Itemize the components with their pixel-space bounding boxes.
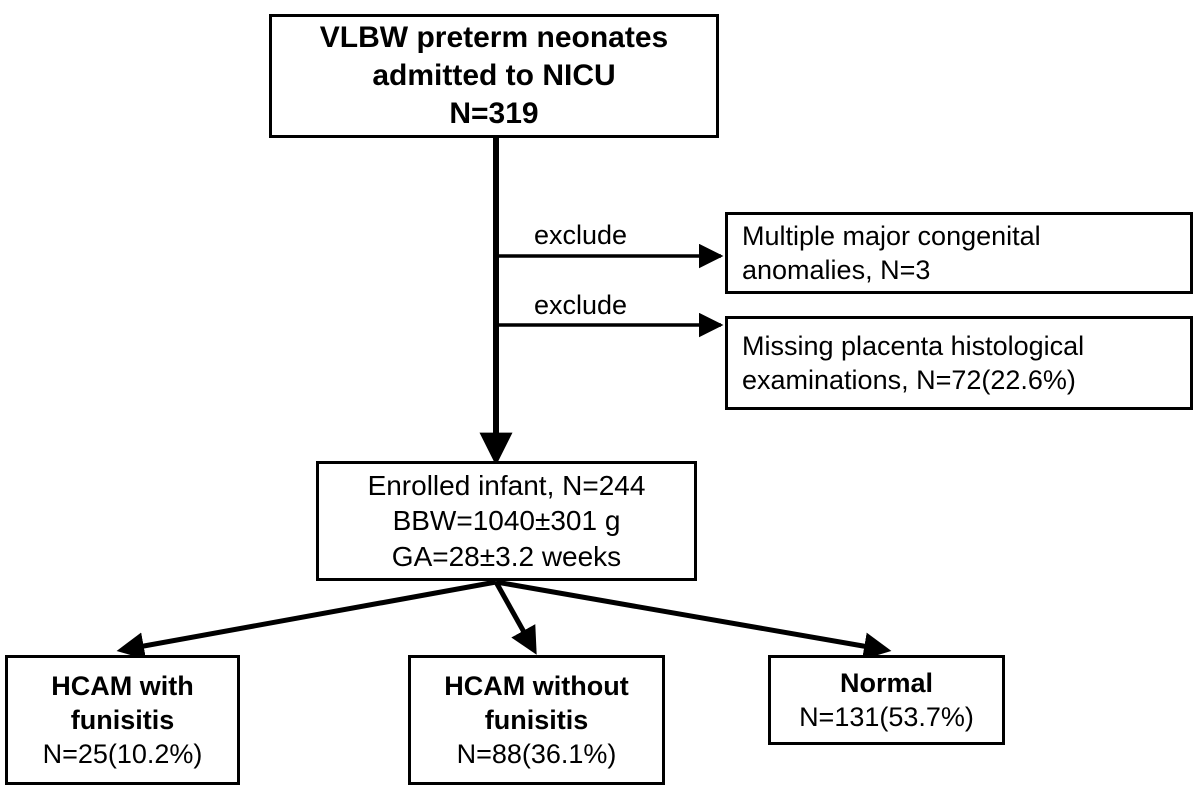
node-enrolled-birth-weight: BBW=1040±301 g [392, 505, 621, 537]
node-group-2-line-2: funisitis [484, 704, 589, 735]
node-group-3-line-1: Normal [839, 667, 934, 698]
node-enrolled-gestational-age: GA=28±3.2 weeks [391, 540, 622, 572]
node-root-line-1: VLBW preterm neonates [319, 21, 669, 55]
node-group-hcam-without-funisitis: HCAM without funisitis N=88(36.1%) [408, 655, 665, 785]
node-group-2-line-1: HCAM without [444, 670, 629, 701]
node-group-hcam-with-funisitis: HCAM with funisitis N=25(10.2%) [5, 655, 240, 785]
connector-enrolled-to-group-3 [495, 579, 892, 660]
connector-enrolled-to-group-2 [493, 580, 537, 655]
node-root-line-2: admitted to NICU [372, 59, 616, 93]
node-exclusion-2-line-1: Missing placenta histological [742, 330, 1085, 361]
node-exclusion-1-line-1: Multiple major congenital [742, 220, 1041, 251]
node-group-3-count: N=131(53.7%) [799, 702, 974, 732]
node-group-1-count: N=25(10.2%) [42, 739, 203, 769]
node-exclusion-missing-placenta: Missing placenta histological examinatio… [725, 316, 1193, 410]
connector-enrolled-to-group-1 [116, 579, 497, 660]
node-group-1-line-2: funisitis [70, 704, 175, 735]
node-enrolled-infant: Enrolled infant, N=244 BBW=1040±301 g GA… [316, 461, 697, 581]
node-root-count: N=319 [449, 96, 539, 130]
edge-label-exclude-2: exclude [534, 290, 628, 320]
node-group-2-count: N=88(36.1%) [456, 739, 617, 769]
node-group-normal: Normal N=131(53.7%) [768, 655, 1005, 745]
node-exclusion-2-line-2: examinations, N=72(22.6%) [742, 365, 1076, 395]
node-exclusion-1-line-2: anomalies, N=3 [742, 255, 931, 285]
node-enrolled-count: Enrolled infant, N=244 [367, 470, 646, 502]
node-exclusion-congenital-anomalies: Multiple major congenital anomalies, N=3 [725, 212, 1193, 294]
edge-label-exclude-1: exclude [534, 220, 628, 250]
node-root-population: VLBW preterm neonates admitted to NICU N… [269, 14, 719, 138]
node-group-1-line-1: HCAM with [51, 670, 194, 701]
